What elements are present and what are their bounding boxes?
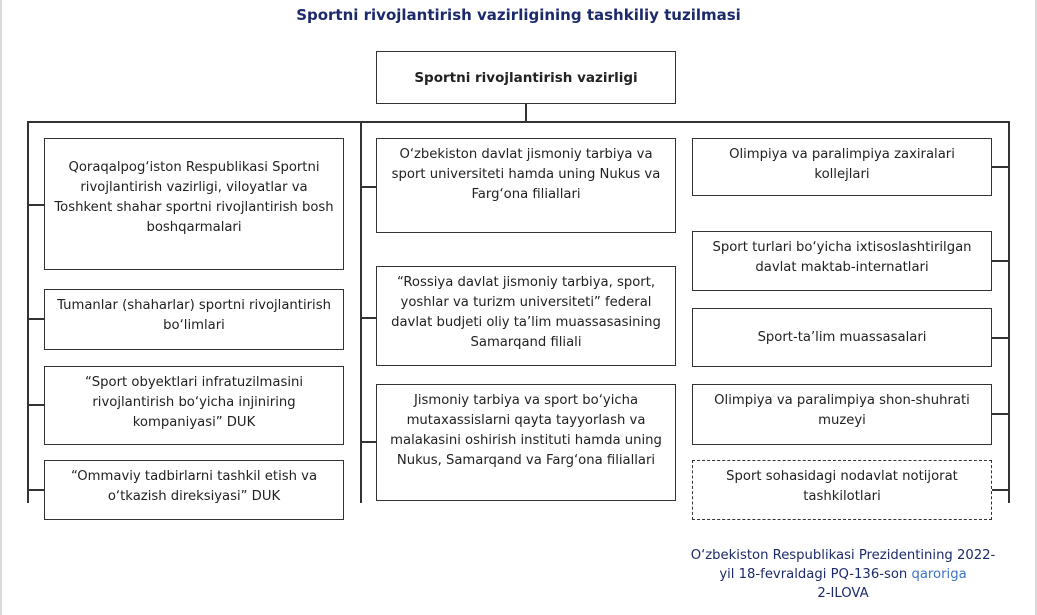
frame-edge-right [1035,0,1037,615]
left-box-regional-administrations: Qoraqalpog‘iston Respublikasi Sportni ri… [44,138,344,270]
left-box-label: Tumanlar (shaharlar) sportni rivojlantir… [57,298,331,333]
connector-middle-2 [360,317,377,319]
connector-middle-1 [360,186,377,188]
connector-right-3 [991,337,1009,339]
right-box-reserve-colleges: Olimpiya va paralimpiya zaxiralari kolle… [692,138,992,196]
connector-right-spine [1008,121,1010,503]
frame-edge-left [0,0,2,615]
connector-right-4 [991,413,1009,415]
footnote: O‘zbekiston Respublikasi Prezidentining … [663,546,1023,603]
connector-right-1 [991,166,1009,168]
left-box-district-departments: Tumanlar (shaharlar) sportni rivojlantir… [44,289,344,350]
connector-left-1 [27,204,45,206]
connector-middle-spine [360,121,362,503]
footnote-line-2-text: yil 18-fevraldagi PQ-136-son [719,567,912,582]
right-box-label: Sport sohasidagi nodavlat notijorat tash… [726,469,958,504]
connector-left-2 [27,318,45,320]
middle-box-state-university: O‘zbekiston davlat jismoniy tarbiya va s… [376,138,676,233]
connector-root-down [525,104,527,122]
left-box-label: “Sport obyektlari infratuzilmasini rivoj… [84,375,304,430]
right-box-label: Olimpiya va paralimpiya zaxiralari kolle… [729,147,955,182]
left-box-label: Qoraqalpog‘iston Respublikasi Sportni ri… [54,160,334,235]
left-box-events-directorate: “Ommaviy tadbirlarni tashkil etish va o‘… [44,460,344,520]
middle-box-label: Jismoniy tarbiya va sport bo‘yicha mutax… [390,393,662,468]
root-label: Sportni rivojlantirish vazirligi [414,69,638,86]
right-box-label: Sport-ta’lim muassasalari [757,329,927,345]
diagram-title: Sportni rivojlantirish vazirligining tas… [296,6,741,24]
connector-right-5 [991,489,1009,491]
left-box-label: “Ommaviy tadbirlarni tashkil etish va o‘… [70,469,318,504]
footnote-line-2: yil 18-fevraldagi PQ-136-son qaroriga [663,565,1023,584]
left-box-engineering-company: “Sport obyektlari infratuzilmasini rivoj… [44,366,344,445]
decree-link[interactable]: qaroriga [911,567,967,582]
middle-box-label: “Rossiya davlat jismoniy tarbiya, sport,… [391,275,661,350]
right-box-sport-education: Sport-ta’lim muassasalari [692,308,992,367]
root-box: Sportni rivojlantirish vazirligi [376,51,676,104]
connector-left-3 [27,404,45,406]
footnote-line-3: 2-ILOVA [817,586,869,601]
right-box-ngo: Sport sohasidagi nodavlat notijorat tash… [692,460,992,520]
middle-box-label: O‘zbekiston davlat jismoniy tarbiya va s… [391,147,661,202]
right-box-boarding-schools: Sport turlari bo‘yicha ixtisoslashtirilg… [692,231,992,291]
footnote-line-1: O‘zbekiston Respublikasi Prezidentining … [690,548,996,563]
connector-middle-3 [360,441,377,443]
connector-left-4 [27,489,45,491]
right-box-label: Olimpiya va paralimpiya shon-shuhrati mu… [714,393,970,428]
connector-right-2 [991,260,1009,262]
right-box-label: Sport turlari bo‘yicha ixtisoslashtirilg… [712,240,972,275]
middle-box-russian-university-branch: “Rossiya davlat jismoniy tarbiya, sport,… [376,266,676,366]
middle-box-retraining-institute: Jismoniy tarbiya va sport bo‘yicha mutax… [376,384,676,501]
connector-left-spine [27,121,29,503]
right-box-glory-museum: Olimpiya va paralimpiya shon-shuhrati mu… [692,384,992,445]
connector-horizontal-bar [27,121,1009,123]
